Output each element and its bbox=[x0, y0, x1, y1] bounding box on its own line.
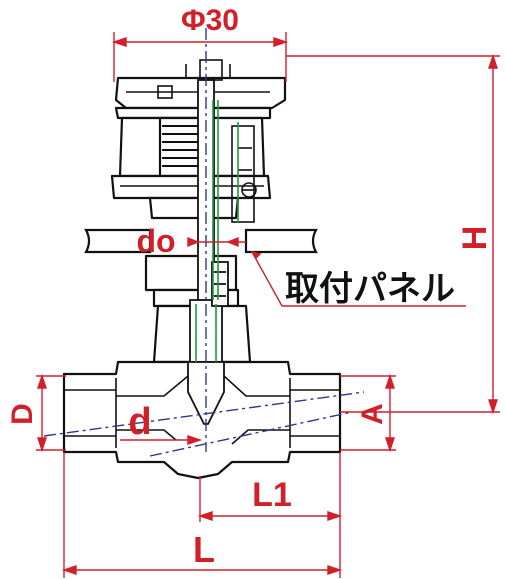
label-do: do bbox=[136, 223, 175, 259]
label-panel-mount: 取付パネル bbox=[285, 270, 455, 308]
handwheel-lower-ring bbox=[110, 174, 272, 200]
label-phi30: Φ30 bbox=[181, 4, 239, 37]
label-A: A bbox=[356, 403, 389, 425]
handwheel-rim bbox=[114, 106, 272, 120]
knurl-lines bbox=[162, 125, 200, 167]
inner-seal bbox=[195, 100, 239, 362]
label-D: D bbox=[6, 403, 39, 425]
panel-right bbox=[244, 228, 318, 254]
label-L: L bbox=[193, 529, 215, 570]
handwheel-collar bbox=[148, 196, 240, 220]
panel-left bbox=[84, 228, 152, 254]
dimension-lines bbox=[36, 32, 500, 578]
label-d: d bbox=[128, 401, 151, 443]
mount-panel bbox=[84, 228, 318, 254]
label-H: H bbox=[456, 226, 494, 251]
label-L1: L1 bbox=[252, 476, 292, 514]
valve-outline bbox=[62, 76, 342, 480]
centerlines bbox=[43, 28, 365, 457]
valve-plug bbox=[187, 361, 225, 425]
